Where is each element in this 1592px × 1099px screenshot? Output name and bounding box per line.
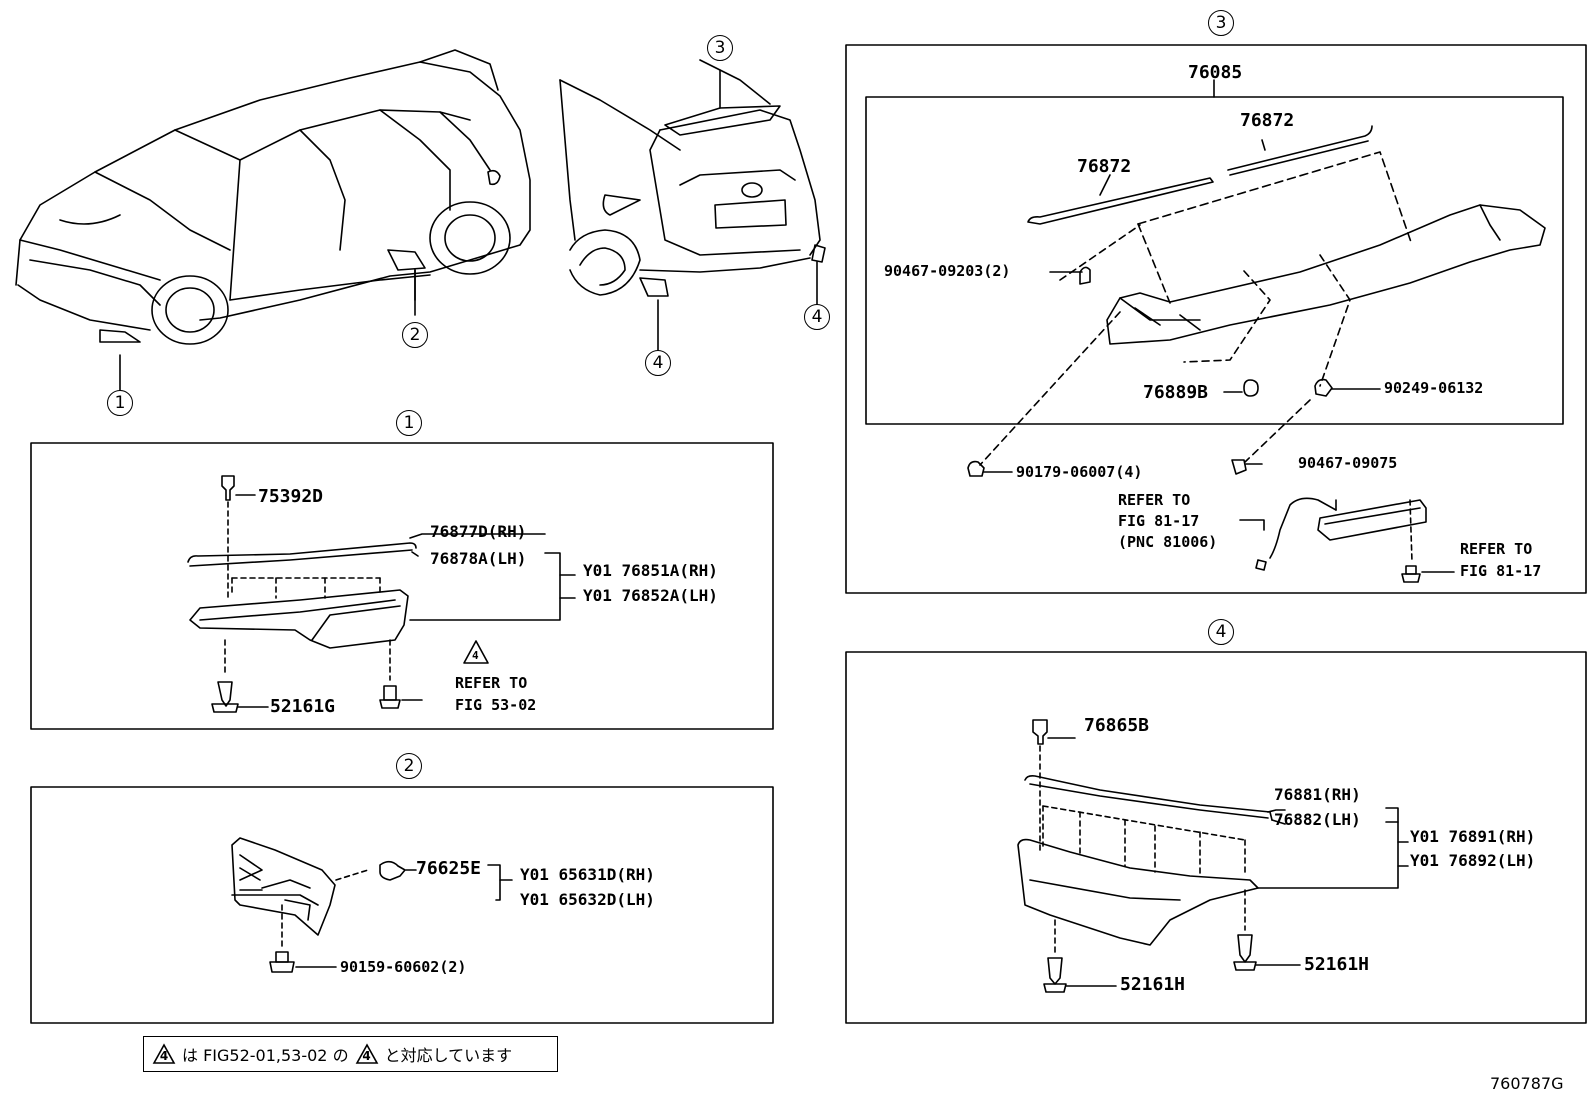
part-76852a-lh: Y01 76852A(LH) — [583, 586, 718, 605]
part-65631d-rh: Y01 65631D(RH) — [520, 865, 655, 884]
part-52161h-b: 52161H — [1304, 954, 1370, 975]
warning-triangle-icon — [463, 640, 489, 664]
panel-4-frame — [845, 651, 1587, 1024]
front-spoiler-mark — [99, 329, 141, 343]
rear-spoiler-right-mark — [811, 244, 826, 263]
part-52161g: 52161G — [270, 696, 336, 717]
refer-to-line2: FIG 53-02 — [455, 696, 537, 714]
part-76891-rh: Y01 76891(RH) — [1410, 827, 1536, 846]
part-65632d-lh: Y01 65632D(LH) — [520, 890, 655, 909]
car-front-view — [15, 49, 531, 391]
warning-triangle-icon: 4 — [152, 1043, 176, 1065]
part-76872-a: 76872 — [1077, 156, 1132, 177]
refer-fig-81-17b-line2: FIG 81-17 — [1460, 562, 1542, 580]
ref-mark-4: 4 — [472, 649, 479, 662]
rear-spoiler-mark — [664, 105, 781, 136]
part-90159-60602: 90159-60602(2) — [340, 958, 467, 976]
part-76625e: 76625E — [416, 858, 482, 879]
callout-2-car: 2 — [402, 322, 428, 348]
panel-4-parts — [1017, 719, 1409, 993]
panel-2-frame — [30, 786, 774, 1024]
panel-3-title: 3 — [1208, 10, 1234, 36]
rear-spoiler-left-mark — [639, 277, 669, 297]
callout-3-car: 3 — [707, 35, 733, 61]
car-rear-view — [414, 59, 826, 351]
part-90249-06132: 90249-06132 — [1384, 379, 1484, 397]
refer-fig-81-17-line2: FIG 81-17 — [1118, 512, 1200, 530]
panel-1-title: 1 — [396, 410, 422, 436]
part-90179-06007: 90179-06007(4) — [1016, 463, 1143, 481]
callout-4-car-right: 4 — [804, 304, 830, 330]
part-76085: 76085 — [1188, 62, 1243, 83]
callout-1-car: 1 — [107, 390, 133, 416]
refer-fig-81-17-line1: REFER TO — [1118, 491, 1191, 509]
figure-id: 760787G — [1490, 1074, 1564, 1093]
part-76892-lh: Y01 76892(LH) — [1410, 851, 1536, 870]
part-76889b: 76889B — [1143, 382, 1209, 403]
part-76878a-lh: 76878A(LH) — [430, 549, 527, 568]
note-text-b: と対応しています — [384, 1046, 513, 1065]
part-76872-b: 76872 — [1240, 110, 1295, 131]
refer-fig-81-17b-line1: REFER TO — [1460, 540, 1533, 558]
part-76877d-rh: 76877D(RH) — [430, 522, 527, 541]
warning-triangle-icon: 4 — [355, 1043, 379, 1065]
refer-to-line1: REFER TO — [455, 674, 528, 692]
panel-4-title: 4 — [1208, 619, 1234, 645]
part-75392d: 75392D — [258, 486, 324, 507]
panel-3-inner-frame — [865, 96, 1564, 425]
part-76851a-rh: Y01 76851A(RH) — [583, 561, 718, 580]
panel-3-frame — [845, 44, 1587, 594]
note-text-a: は FIG52-01,53-02 の — [182, 1046, 349, 1065]
panel-3-parts — [967, 79, 1546, 583]
panel-2-title: 2 — [396, 753, 422, 779]
part-76865b: 76865B — [1084, 715, 1150, 736]
panel-2-parts — [231, 837, 513, 973]
callout-4-car-left: 4 — [645, 350, 671, 376]
part-76881-rh: 76881(RH) — [1274, 785, 1361, 804]
part-76882-lh: 76882(LH) — [1274, 810, 1361, 829]
side-part-mark — [387, 249, 426, 271]
part-90467-09075: 90467-09075 — [1298, 454, 1398, 472]
correspondence-note: 4 は FIG52-01,53-02 の 4 と対応しています — [143, 1036, 558, 1072]
part-90467-09203: 90467-09203(2) — [884, 262, 1011, 280]
panel-1-parts — [187, 475, 576, 713]
refer-fig-81-17-line3: (PNC 81006) — [1118, 533, 1218, 551]
panel-1-frame — [30, 442, 774, 730]
part-52161h-a: 52161H — [1120, 974, 1186, 995]
